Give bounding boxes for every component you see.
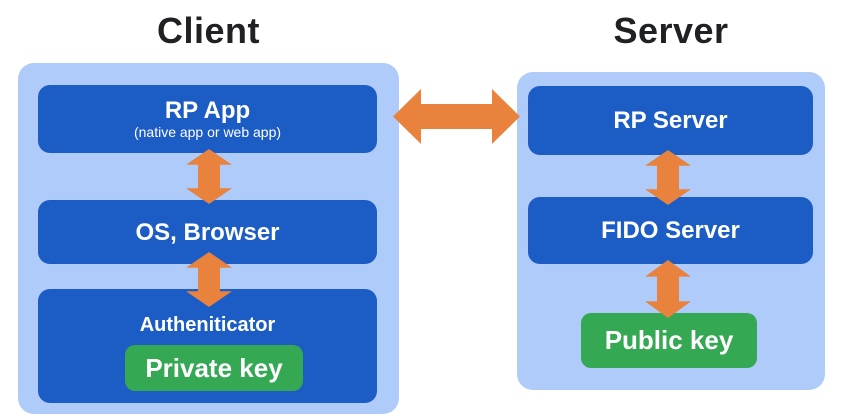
server-heading: Server	[613, 10, 729, 51]
server-container: RP Server FIDO Server Public key	[517, 72, 825, 390]
fido-server-box: FIDO Server	[528, 197, 813, 264]
rp-server-box: RP Server	[528, 86, 813, 155]
fido-server-title: FIDO Server	[601, 217, 740, 244]
os-browser-title: OS, Browser	[135, 218, 280, 246]
rp-server-title: RP Server	[613, 107, 728, 134]
client-server-double-arrow-icon	[393, 89, 520, 144]
private-key-label: Private key	[145, 352, 283, 383]
public-key-label: Public key	[604, 325, 734, 355]
private-key-box: Private key	[125, 345, 303, 391]
authenticator-box: Autheniticator Private key	[38, 289, 377, 403]
public-key-box: Public key	[581, 313, 757, 368]
rp-app-title: RP App	[164, 97, 251, 124]
client-heading: Client	[156, 10, 260, 51]
fidoserver-publickey-double-arrow-icon	[645, 260, 691, 318]
rpapp-osbrowser-double-arrow-icon	[186, 149, 232, 204]
rp-app-subtitle: (native app or web app)	[133, 124, 282, 140]
authenticator-title: Autheniticator	[139, 314, 276, 336]
rpserver-fidoserver-double-arrow-icon	[645, 150, 691, 205]
osbrowser-authenticator-double-arrow-icon	[186, 252, 232, 307]
rp-app-box: RP App (native app or web app)	[38, 85, 377, 153]
client-container: RP App (native app or web app) OS, Brows…	[18, 63, 399, 414]
